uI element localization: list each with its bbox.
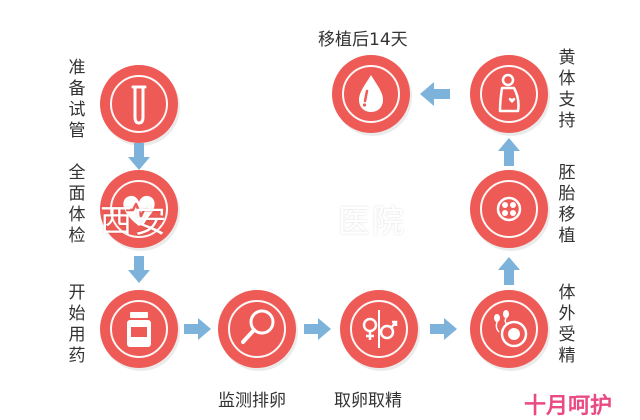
step-ovulation-monitoring: [218, 290, 296, 368]
step-checkup: [100, 170, 178, 248]
arrow-right-3: [430, 318, 457, 340]
male-female-icon: [362, 310, 398, 348]
step-medication-label: 开始用药: [68, 283, 86, 366]
embryo-icon: [496, 196, 522, 222]
step-luteal-support-label: 黄体支持: [558, 48, 576, 131]
step-egg-sperm-retrieval-label: 取卵取精: [334, 391, 402, 411]
arrow-left-1: [420, 82, 450, 106]
arrow-down-2: [128, 256, 150, 283]
brand-logo: 十月呵护: [524, 394, 613, 419]
test-tube-icon: [131, 85, 147, 125]
magnifier-icon: [241, 309, 275, 344]
medicine-bottle-icon: [127, 312, 151, 347]
step-egg-sperm-retrieval: [340, 290, 418, 368]
step-embryo-transfer-label: 胚胎移植: [558, 163, 576, 246]
step-medication: [100, 290, 178, 368]
step-checkup-label: 全面体检: [68, 163, 86, 246]
blood-drop-icon: [359, 75, 383, 112]
pregnant-woman-icon: [498, 73, 520, 113]
step-luteal-support: [470, 55, 548, 133]
arrow-right-2: [304, 318, 331, 340]
arrow-right-1: [184, 318, 211, 340]
arrow-down-1: [128, 143, 150, 170]
watermark-text: 西安 医院: [100, 202, 407, 240]
sperm-egg-icon: [494, 310, 528, 348]
step-ovulation-monitoring-label: 监测排卵: [218, 391, 286, 411]
step-day-14-after-transfer-label: 移植后14天: [318, 30, 408, 50]
heart-icon: [123, 195, 155, 226]
step-in-vitro-fertilization: [470, 290, 548, 368]
step-day-14-after-transfer: [332, 55, 410, 133]
step-in-vitro-fertilization-label: 体外受精: [558, 283, 576, 366]
step-prepare-tube: [100, 65, 178, 143]
step-embryo-transfer: [470, 170, 548, 248]
arrow-up-2: [498, 138, 520, 166]
arrow-up-1: [498, 257, 520, 285]
step-prepare-tube-label: 准备试管: [68, 58, 86, 141]
